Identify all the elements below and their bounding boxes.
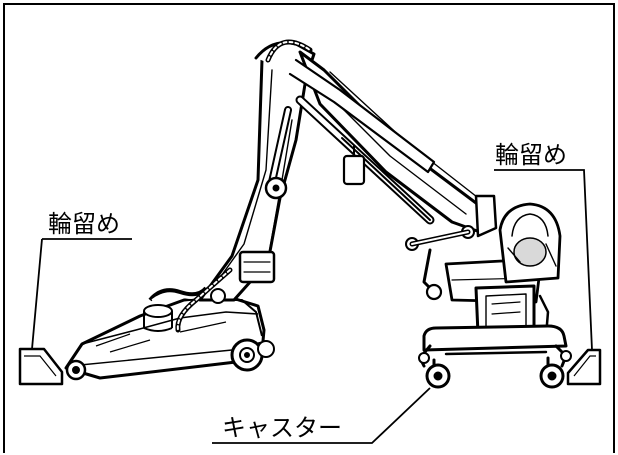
mower-deck xyxy=(64,286,275,381)
label-caster: キャスター xyxy=(222,414,342,442)
label-wheel-chock-right: 輪留め xyxy=(495,141,567,169)
frame-border xyxy=(3,3,615,453)
wheel-chock-left xyxy=(18,347,64,386)
tractor-unit xyxy=(418,202,572,389)
wheel-chock-right xyxy=(566,348,602,386)
leader-line-caster xyxy=(212,387,431,444)
label-wheel-chock-left: 輪留め xyxy=(48,210,120,238)
boom-arm xyxy=(175,39,498,333)
leader-line-wheel-chock-right xyxy=(494,169,593,351)
leader-line-wheel-chock-left xyxy=(31,238,132,350)
